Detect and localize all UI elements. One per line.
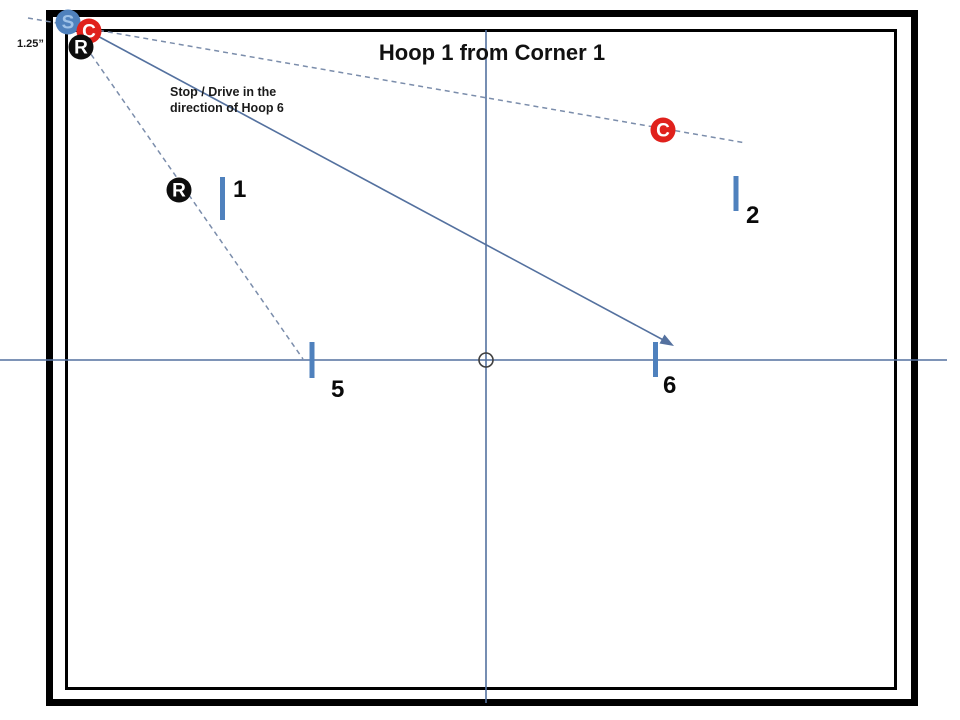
mid-roquet-ball-circle: [166, 177, 192, 203]
east-croquet-ball-letter: C: [656, 121, 670, 142]
mid-roquet-ball-letter: R: [172, 181, 186, 202]
arrow-line-to-hoop-6: [91, 32, 669, 344]
corner-roquet-ball: R: [68, 34, 94, 60]
slide-title: Hoop 1 from Corner 1: [379, 40, 605, 65]
corner-roquet-ball-letter: R: [74, 38, 88, 59]
dashed-line-roquet-ball-to-hoop-5: [85, 46, 304, 360]
mid-roquet-ball: R: [166, 177, 192, 203]
arrowhead-to-hoop-6: [659, 334, 674, 346]
striker-ball-letter: S: [62, 13, 75, 34]
hoop-2-label: 2: [746, 202, 759, 229]
corner-roquet-ball-circle: [68, 34, 94, 60]
hoop-1-label: 1: [233, 176, 246, 203]
center-peg-circle: [478, 352, 494, 368]
dashed-line-croquet-ball-east: [27, 17, 747, 144]
striker-ball-circle: [55, 9, 81, 35]
shot-annotation-line2: direction of Hoop 6: [170, 101, 284, 115]
striker-ball: S: [55, 9, 81, 35]
hoop-5-label: 5: [331, 376, 344, 403]
hoop-6-label: 6: [663, 372, 676, 399]
yard-line-measurement-label: 1.25”: [17, 38, 44, 50]
outer-court-border: [46, 10, 918, 706]
east-croquet-ball: C: [650, 117, 676, 143]
east-croquet-ball-circle: [650, 117, 676, 143]
shot-annotation-line1: Stop / Drive in the: [170, 85, 276, 99]
